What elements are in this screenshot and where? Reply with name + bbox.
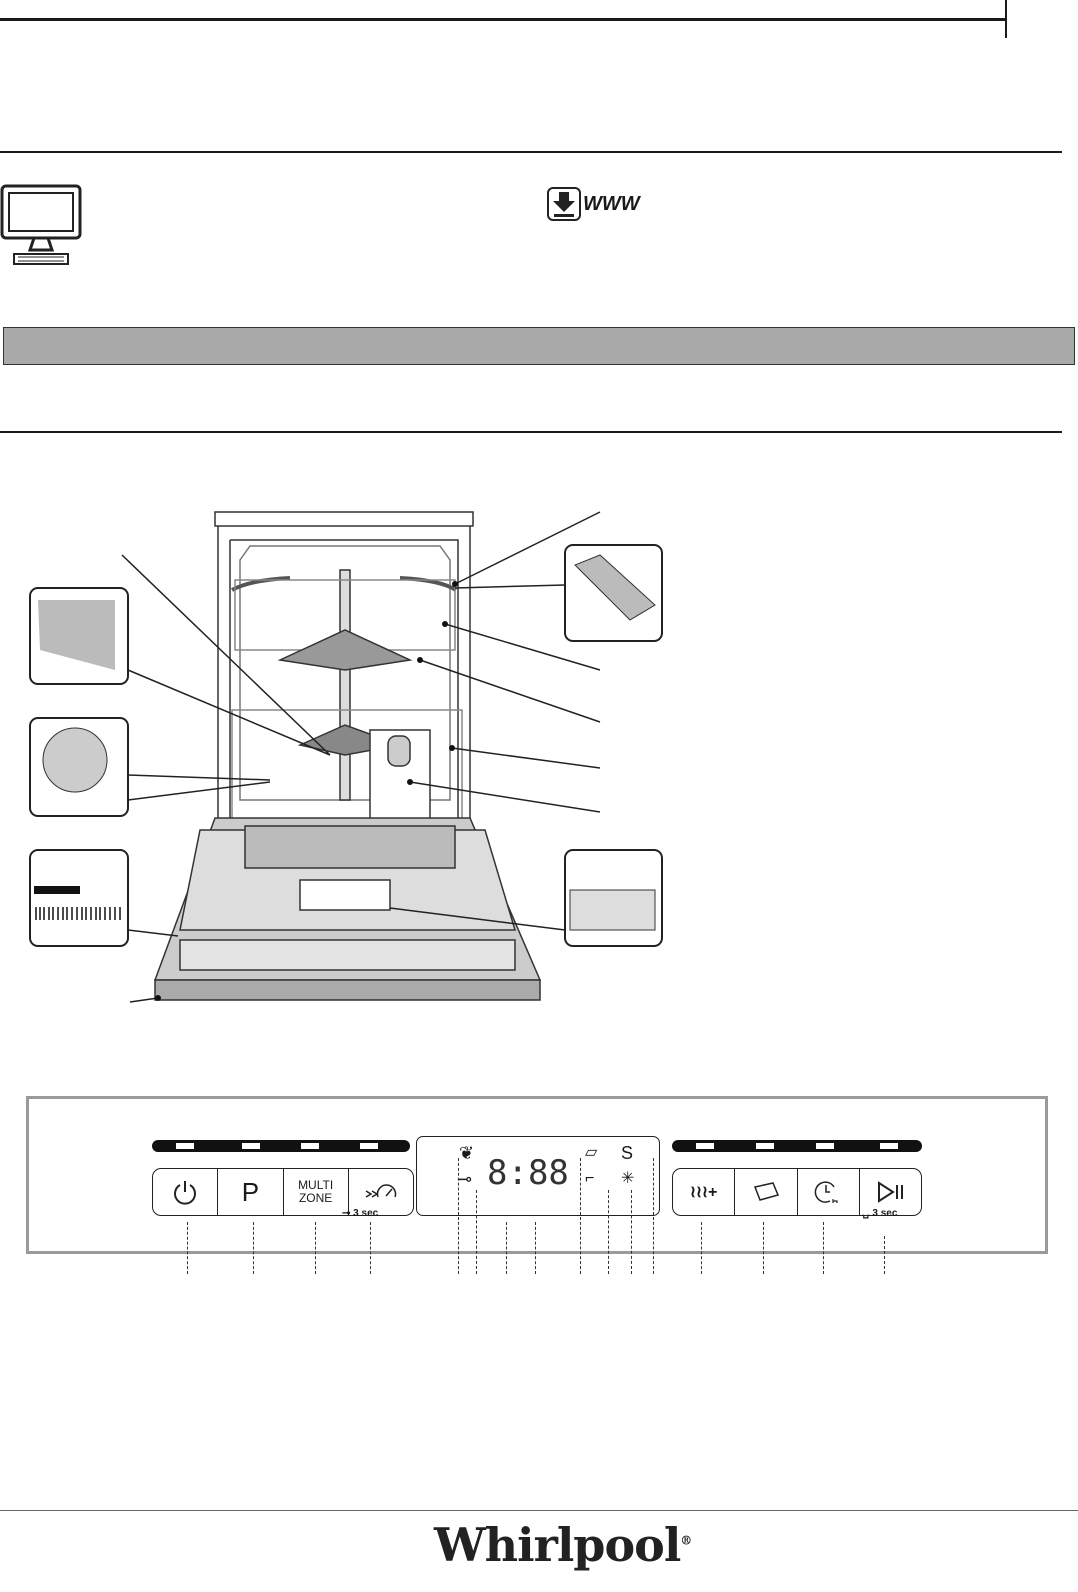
tablet-indicator-icon: ▱ xyxy=(585,1144,598,1161)
salt-icon: S xyxy=(621,1143,634,1163)
delay-start-button[interactable] xyxy=(798,1169,860,1215)
key-icon: ⊸ xyxy=(342,1208,351,1219)
key-lock-icon: ⊸ xyxy=(457,1169,473,1189)
callout-line xyxy=(535,1222,536,1274)
delay-start-icon xyxy=(814,1181,838,1203)
right-button-group: ≀≀≀+ xyxy=(672,1168,922,1216)
registered-mark: ® xyxy=(680,1533,692,1548)
multizone-label-2: ZONE xyxy=(298,1191,333,1205)
monitor-icon xyxy=(0,184,82,265)
footer-rule xyxy=(0,1510,1078,1511)
callout-line xyxy=(701,1222,702,1274)
extra-dry-button[interactable]: ≀≀≀+ xyxy=(673,1169,736,1215)
download-www: WWW xyxy=(547,187,640,221)
callout-line xyxy=(253,1222,254,1274)
power-icon xyxy=(174,1181,197,1205)
callout-line xyxy=(187,1222,188,1274)
brand-name: Whirlpool xyxy=(434,1518,681,1572)
express-button[interactable] xyxy=(349,1169,413,1215)
program-label: P xyxy=(241,1176,260,1207)
callout-line xyxy=(763,1222,764,1274)
reset-hint: ⍽ 3 sec xyxy=(862,1208,897,1219)
eco-leaf-icon: ❦ xyxy=(459,1143,475,1163)
control-panel xyxy=(26,1096,1048,1254)
download-icon xyxy=(547,187,581,221)
display-panel: ❦ ⊸ 8:88 ▱ ⌐ S ✳ xyxy=(416,1136,660,1216)
extra-dry-icon: ≀≀≀+ xyxy=(689,1184,718,1201)
program-button[interactable]: P xyxy=(218,1169,284,1215)
key-lock-hint: ⊸ 3 sec xyxy=(342,1208,378,1219)
multizone-button[interactable]: MULTI ZONE xyxy=(284,1169,349,1215)
power-button[interactable] xyxy=(153,1169,219,1215)
left-button-group: P MULTI ZONE xyxy=(152,1168,414,1216)
callout-line xyxy=(458,1158,459,1274)
reset-icon: ⍽ xyxy=(862,1208,870,1219)
www-label: WWW xyxy=(583,192,640,215)
section-header-bar xyxy=(3,327,1075,365)
section-rule-2 xyxy=(0,431,1062,433)
reset-hint-label: 3 sec xyxy=(872,1208,898,1219)
callout-line xyxy=(476,1190,477,1274)
tablet-button[interactable] xyxy=(735,1169,798,1215)
time-display: 8:88 xyxy=(487,1153,569,1193)
top-rule-tick xyxy=(1005,0,1007,38)
callout-line xyxy=(580,1158,581,1274)
start-pause-icon xyxy=(878,1181,904,1203)
section-rule xyxy=(0,151,1062,153)
whirlpool-logo: Whirlpool® xyxy=(434,1518,692,1572)
tablet-icon xyxy=(753,1182,779,1201)
callout-line xyxy=(370,1222,371,1274)
rinse-aid-icon: ✳ xyxy=(621,1170,635,1187)
dishwasher-illustration xyxy=(29,511,663,1003)
top-rule xyxy=(0,18,1006,21)
multizone-label-1: MULTI xyxy=(298,1178,334,1192)
start-pause-button[interactable] xyxy=(860,1169,921,1215)
led-bar-right xyxy=(672,1140,922,1152)
callout-line xyxy=(315,1222,316,1274)
callout-line xyxy=(608,1190,609,1274)
callout-line xyxy=(653,1158,654,1274)
callout-line xyxy=(631,1190,632,1274)
express-icon xyxy=(365,1184,397,1198)
callout-line xyxy=(506,1222,507,1274)
led-bar-left xyxy=(152,1140,410,1152)
water-tap-icon: ⌐ xyxy=(585,1170,595,1187)
callout-line xyxy=(884,1236,885,1274)
callout-line xyxy=(823,1222,824,1274)
key-lock-hint-label: 3 sec xyxy=(353,1208,379,1219)
